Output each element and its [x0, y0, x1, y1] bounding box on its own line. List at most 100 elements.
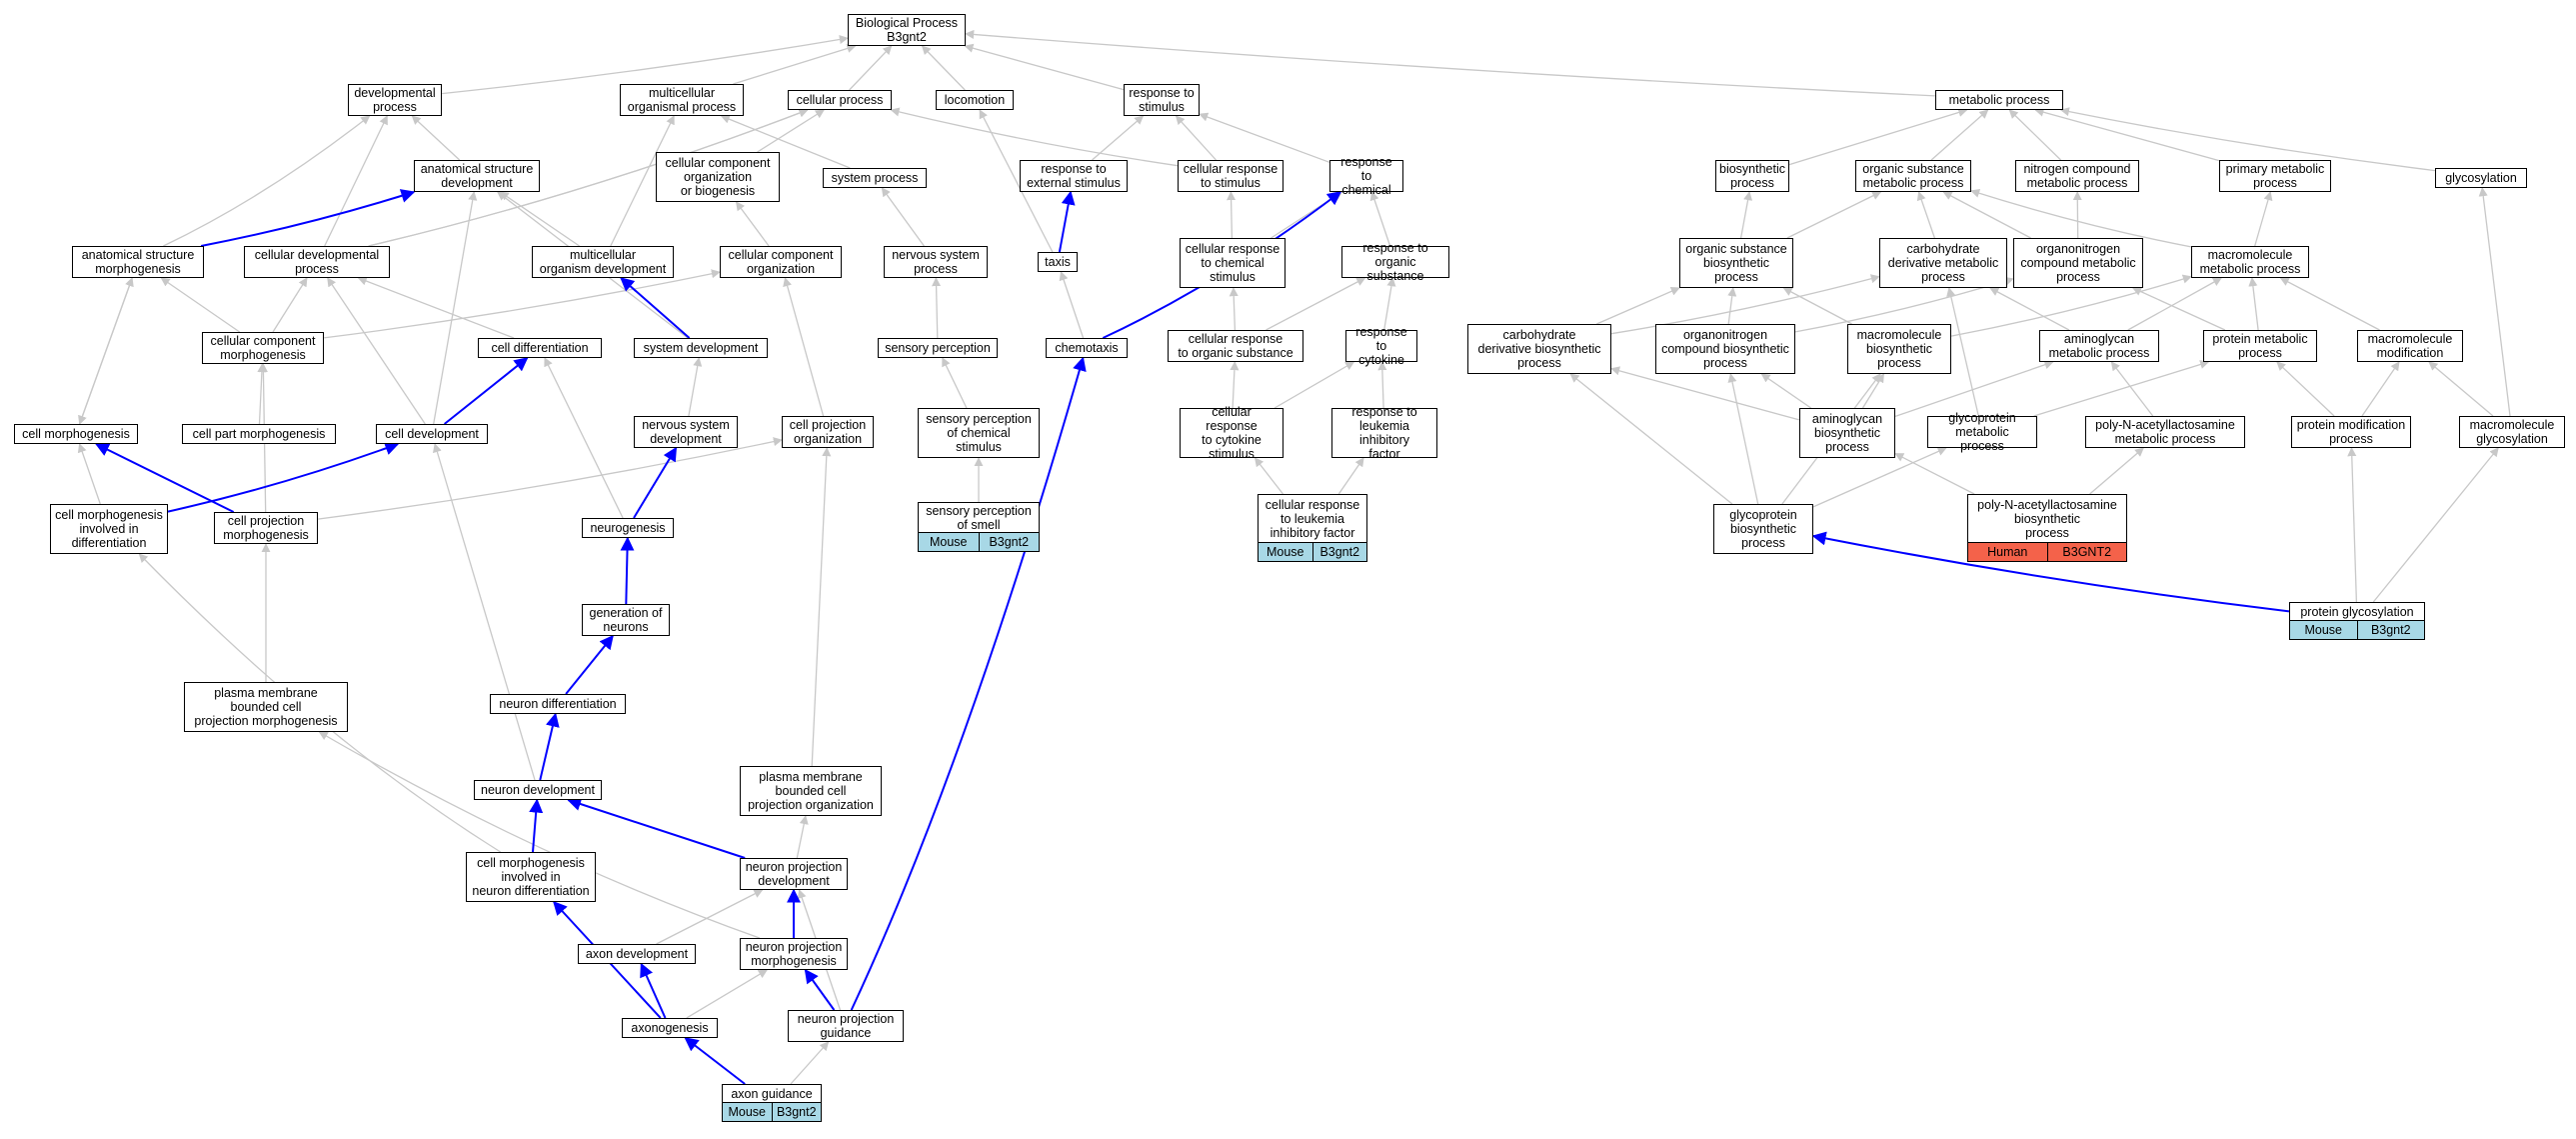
go-term-cmid[interactable]: cell morphogenesis involved in different… — [50, 504, 168, 554]
go-term-protmp[interactable]: protein metabolic process — [2203, 330, 2317, 362]
go-term-osmp[interactable]: organic substance metabolic process — [1855, 160, 1971, 192]
edge-mglyc-to-mmod — [2428, 361, 2494, 417]
go-term-cpm[interactable]: cell part morphogenesis — [182, 424, 336, 444]
go-term-ocbp[interactable]: organonitrogen compound biosynthetic pro… — [1655, 324, 1795, 374]
go-term-crtos[interactable]: cellular response to organic substance — [1168, 330, 1303, 362]
go-term-pnalmp[interactable]: poly-N-acetyllactosamine metabolic proce… — [2085, 416, 2245, 448]
go-term-nsd[interactable]: nervous system development — [634, 416, 738, 448]
go-term-pglyc[interactable]: protein glycosylation — [2289, 602, 2425, 622]
go-term-abp[interactable]: aminoglycan biosynthetic process — [1799, 408, 1895, 458]
species-label: Mouse — [1266, 545, 1304, 560]
go-term-npg[interactable]: neuron projection guidance — [788, 1010, 904, 1042]
gene-label: B3gnt2 — [1311, 543, 1367, 562]
go-term-cdiff[interactable]: cell differentiation — [478, 338, 602, 358]
go-term-npd[interactable]: neuron projection development — [740, 858, 848, 890]
go-term-rtcy[interactable]: response to cytokine — [1345, 325, 1417, 367]
go-term-sps[interactable]: sensory perception of smell — [918, 502, 1040, 534]
edge-pmbcpo-to-cpo — [811, 447, 832, 767]
edge-cdp-to-dev — [324, 115, 388, 247]
go-term-pmodp[interactable]: protein modification process — [2291, 416, 2411, 448]
go-term-crcys[interactable]: cellular response to cytokine stimulus — [1180, 405, 1284, 461]
go-term-rtos[interactable]: response to organic substance — [1341, 241, 1449, 283]
go-term-cdp[interactable]: cellular developmental process — [244, 246, 390, 278]
go-term-spercep[interactable]: sensory perception — [878, 338, 998, 358]
edge-ccob-to-cp — [757, 109, 825, 153]
go-term-sd[interactable]: system development — [634, 338, 768, 358]
go-term-ocmp[interactable]: organonitrogen compound metabolic proces… — [2013, 238, 2143, 288]
species-label: Mouse — [728, 1105, 767, 1120]
go-term-cdev[interactable]: cell development — [376, 424, 488, 444]
edge-rtlif-to-rtcy — [1377, 361, 1387, 409]
go-term-spcs[interactable]: sensory perception of chemical stimulus — [918, 408, 1040, 458]
go-term-crlif[interactable]: cellular response to leukemia inhibitory… — [1258, 494, 1367, 544]
go-term-asd[interactable]: anatomical structure development — [414, 160, 540, 192]
edge-crcys-to-crtos — [1230, 361, 1240, 409]
go-term-axg[interactable]: axon guidance — [722, 1084, 822, 1104]
go-term-mod[interactable]: multicellular organism development — [532, 246, 674, 278]
go-term-rts[interactable]: response to stimulus — [1124, 84, 1200, 116]
go-term-ndev[interactable]: neuron development — [474, 780, 602, 800]
go-term-chemo[interactable]: chemotaxis — [1046, 338, 1128, 358]
go-term-rtlif[interactable]: response to leukemia inhibitory factor — [1331, 405, 1437, 461]
go-term-ccm[interactable]: cellular component morphogenesis — [202, 332, 324, 364]
go-term-cdmp[interactable]: carbohydrate derivative metabolic proces… — [1879, 238, 2007, 288]
go-term-asm[interactable]: anatomical structure morphogenesis — [72, 246, 204, 278]
go-term-npm[interactable]: neuron projection morphogenesis — [740, 938, 848, 970]
go-term-pmbcpo[interactable]: plasma membrane bounded cell projection … — [740, 766, 882, 816]
go-term-mmod[interactable]: macromolecule modification — [2357, 330, 2463, 362]
go-term-ncmp[interactable]: nitrogen compound metabolic process — [2015, 160, 2139, 192]
go-term-gbp[interactable]: glycoprotein biosynthetic process — [1713, 504, 1813, 554]
go-term-ccob[interactable]: cellular component organization or bioge… — [656, 152, 780, 202]
go-term-loc[interactable]: locomotion — [936, 90, 1014, 110]
edge-cco-to-ccob — [735, 201, 770, 247]
go-term-cdbp[interactable]: carbohydrate derivative biosynthetic pro… — [1467, 324, 1611, 374]
edge-dev-to-root — [441, 34, 849, 95]
go-term-mglyc[interactable]: macromolecule glycosylation — [2459, 416, 2565, 448]
go-term-dev[interactable]: developmental process — [348, 84, 442, 116]
edge-rtcy-to-rtos — [1383, 277, 1396, 331]
go-term-crcs[interactable]: cellular response to chemical stimulus — [1180, 238, 1286, 288]
go-term-pmp[interactable]: primary metabolic process — [2219, 160, 2331, 192]
path-edge-npg-to-npm — [804, 968, 836, 1011]
go-term-axdev[interactable]: axon development — [578, 944, 696, 964]
edge-mcop-to-root — [733, 44, 857, 85]
edge-asm-to-cm — [78, 277, 133, 425]
go-term-mcop[interactable]: multicellular organismal process — [620, 84, 744, 116]
go-term-nsp[interactable]: nervous system process — [884, 246, 988, 278]
edge-ccm-to-cdp — [272, 277, 308, 333]
go-term-cm[interactable]: cell morphogenesis — [14, 424, 138, 444]
go-term-mbp[interactable]: macromolecule biosynthetic process — [1847, 324, 1951, 374]
edge-glyc-to-mp — [2059, 107, 2436, 172]
go-term-osbp[interactable]: organic substance biosynthetic process — [1679, 238, 1793, 288]
go-term-cco[interactable]: cellular component organization — [720, 246, 842, 278]
go-term-cpo[interactable]: cell projection organization — [782, 416, 874, 448]
go-term-rtc[interactable]: response to chemical — [1329, 155, 1403, 197]
species-label: Mouse — [2304, 623, 2343, 638]
go-term-amp[interactable]: aminoglycan metabolic process — [2039, 330, 2159, 362]
go-term-rtes[interactable]: response to external stimulus — [1020, 160, 1128, 192]
go-term-gmp[interactable]: glycoprotein metabolic process — [1927, 411, 2037, 453]
go-term-neurog[interactable]: neurogenesis — [582, 518, 674, 538]
go-term-axon[interactable]: axonogenesis — [622, 1018, 718, 1038]
go-term-cprojm[interactable]: cell projection morphogenesis — [214, 512, 318, 544]
go-term-pnalbp[interactable]: poly-N-acetyllactosamine biosynthetic pr… — [1967, 494, 2127, 544]
go-term-pmbcpm[interactable]: plasma membrane bounded cell projection … — [184, 682, 348, 732]
go-term-crts[interactable]: cellular response to stimulus — [1178, 160, 1284, 192]
go-term-glyc[interactable]: glycosylation — [2435, 168, 2527, 188]
go-term-nd[interactable]: neuron differentiation — [490, 694, 626, 714]
go-term-cmind[interactable]: cell morphogenesis involved in neuron di… — [466, 852, 596, 902]
edge-nsd-to-sd — [688, 357, 703, 417]
go-term-sp[interactable]: system process — [823, 168, 927, 188]
go-term-mp[interactable]: metabolic process — [1935, 90, 2063, 110]
go-term-taxis[interactable]: taxis — [1038, 252, 1078, 272]
path-edge-sd-to-mod — [620, 277, 691, 339]
go-term-root[interactable]: Biological Process B3gnt2 — [848, 14, 966, 46]
go-term-cp[interactable]: cellular process — [788, 90, 892, 110]
go-term-gen[interactable]: generation of neurons — [582, 604, 670, 636]
go-term-mmp[interactable]: macromolecule metabolic process — [2191, 246, 2309, 278]
edge-ccm-to-cco — [323, 269, 721, 339]
go-term-bio[interactable]: biosynthetic process — [1715, 160, 1789, 192]
